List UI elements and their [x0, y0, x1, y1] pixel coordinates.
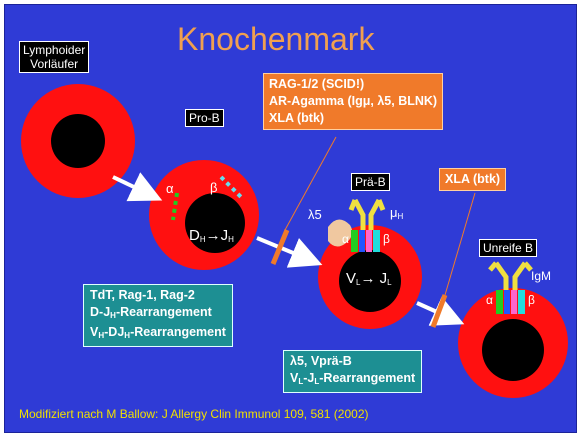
- lymphoid-progenitor-cell: [21, 84, 135, 198]
- lymphoid-line-2: Vorläufer: [30, 57, 79, 71]
- connector-orange-box-1: [284, 136, 337, 231]
- label-prae-b: Prä-B: [351, 173, 390, 191]
- teal-box-pro-b-process: TdT, Rag-1, Rag-2 D-JH-Rearrangement VH-…: [83, 284, 233, 347]
- igm-label: IgM: [531, 269, 552, 283]
- teal-box-2-line-2: VL-JL-Rearrangement: [290, 371, 416, 386]
- teal-box-2-line-1: λ5, Vprä-B: [290, 354, 352, 368]
- label-unreife-b: Unreife B: [479, 239, 538, 257]
- pro-b-cell: [149, 160, 259, 270]
- lymphoid-line-1: Lymphoider: [23, 43, 86, 57]
- unreife-b-cell: [458, 288, 568, 398]
- unreife-beta-label: β: [528, 293, 535, 307]
- prae-b-alpha-label: α: [342, 232, 349, 246]
- lambda5-label: λ5: [308, 207, 322, 222]
- prae-b-beta-label: β: [383, 232, 390, 246]
- teal-box-1-line-2: D-JH-Rearrangement: [90, 305, 212, 320]
- label-pro-b: Pro-B: [185, 109, 224, 127]
- orange-box-defects-2: XLA (btk): [439, 168, 507, 191]
- orange-box-defects-1: RAG-1/2 (SCID!) AR-Agamma (Igμ, λ5, BLNK…: [263, 73, 444, 130]
- prae-b-cell: [318, 225, 422, 329]
- block-marker-1: [270, 229, 290, 265]
- pro-b-alpha-label: α: [166, 181, 174, 196]
- footer-citation: Modifiziert nach M Ballow: J Allergy Cli…: [19, 407, 369, 421]
- orange-box-1-line-2: AR-Agamma (Igμ, λ5, BLNK): [269, 94, 438, 108]
- teal-box-1-line-1: TdT, Rag-1, Rag-2: [90, 288, 195, 302]
- teal-box-1-line-3: VH-DJH-Rearrangement: [90, 325, 226, 340]
- orange-box-1-line-1: RAG-1/2 (SCID!): [269, 77, 365, 91]
- igm-receptor: [488, 261, 533, 314]
- unreife-alpha-label: α: [486, 293, 493, 307]
- pro-b-nucleus-label: DH→JH: [189, 227, 234, 244]
- label-lymphoider-vorlaeufer: Lymphoider Vorläufer: [19, 41, 90, 73]
- orange-box-1-line-3: XLA (btk): [269, 111, 325, 125]
- teal-box-prae-b-process: λ5, Vprä-B VL-JL-Rearrangement: [283, 350, 423, 393]
- prae-b-nucleus-label: VL→ JL: [346, 270, 392, 287]
- orange-box-2-line-1: XLA (btk): [445, 172, 501, 186]
- pro-b-beta-label: β: [210, 180, 218, 195]
- connector-orange-box-2: [444, 192, 476, 296]
- mu-h-label: μH: [390, 205, 404, 221]
- diagram-graphics: [21, 84, 568, 398]
- arrow-lymphoid-to-pro-b: [112, 172, 163, 202]
- arrow-pro-b-to-prae-b: [256, 236, 323, 268]
- slide: Knochenmark Lymphoider Vorläufer Pro-B P…: [4, 4, 577, 433]
- block-marker-2: [430, 294, 448, 328]
- pre-b-receptor: [328, 198, 386, 252]
- slide-title: Knochenmark: [177, 21, 375, 57]
